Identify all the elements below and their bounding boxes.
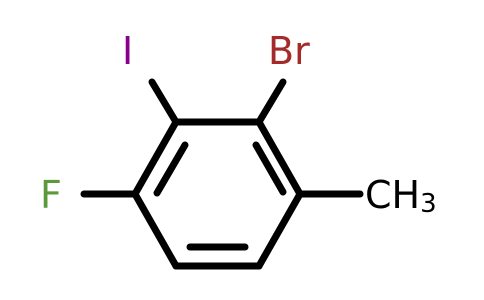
bond-to-bromine <box>255 78 287 126</box>
ring-bond-lower-left <box>131 190 180 270</box>
double-bond-inner-right <box>252 141 287 196</box>
bond-to-iodine <box>148 78 180 126</box>
atom-fluorine: F <box>40 173 62 217</box>
atom-bromine: Br <box>268 29 310 73</box>
methyl-subscript: 3 <box>420 189 437 219</box>
atom-iodine: I <box>122 29 133 73</box>
ring-bond-upper-right <box>255 118 304 198</box>
ring-bond-upper-left <box>131 118 180 198</box>
atom-methyl: CH3 <box>365 173 437 219</box>
ring-bond-lower-right <box>255 190 304 270</box>
double-bond-inner-left <box>153 141 189 197</box>
bonds <box>80 78 364 270</box>
methyl-main-label: CH <box>365 173 420 217</box>
